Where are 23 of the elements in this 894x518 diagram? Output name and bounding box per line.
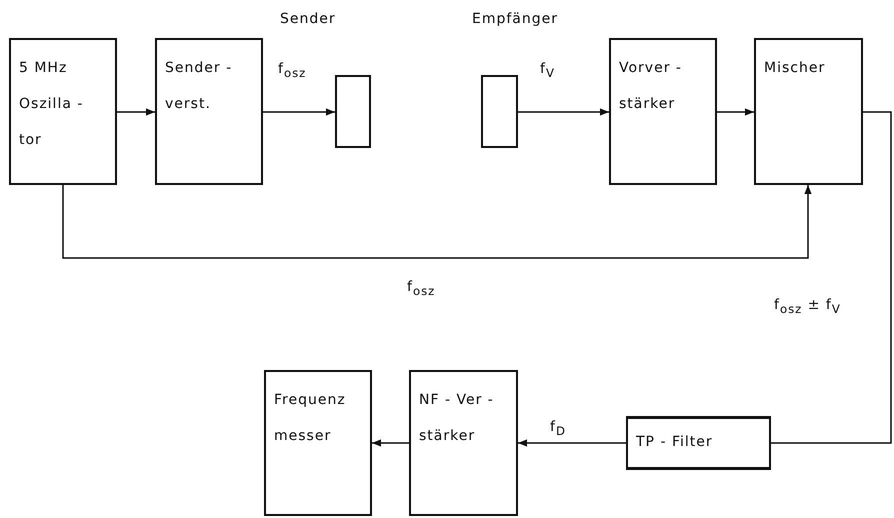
block-label: Vorver - stärker <box>619 59 683 114</box>
block-label: Sender - verst. <box>165 59 234 114</box>
arrow <box>372 439 409 447</box>
arrow <box>717 108 754 116</box>
arrow <box>62 185 812 259</box>
block-label: 5 MHz Oszilla - tor <box>19 59 84 150</box>
antenna-box <box>481 75 518 148</box>
block-label: Frequenz messer <box>274 391 347 446</box>
block-box <box>626 416 771 470</box>
block-box <box>754 38 863 185</box>
block-box <box>609 38 717 185</box>
arrow <box>117 108 155 116</box>
arrow <box>518 108 609 116</box>
arrow <box>263 108 335 116</box>
block-box <box>409 370 518 516</box>
arrow <box>518 439 626 447</box>
block-label: Mischer <box>764 59 826 78</box>
block-label: TP - Filter <box>636 433 714 452</box>
block-label: NF - Ver - stärker <box>419 391 495 446</box>
block-box <box>264 370 372 516</box>
block-box <box>9 38 117 185</box>
block-box <box>155 38 263 185</box>
antenna-box <box>335 75 371 148</box>
